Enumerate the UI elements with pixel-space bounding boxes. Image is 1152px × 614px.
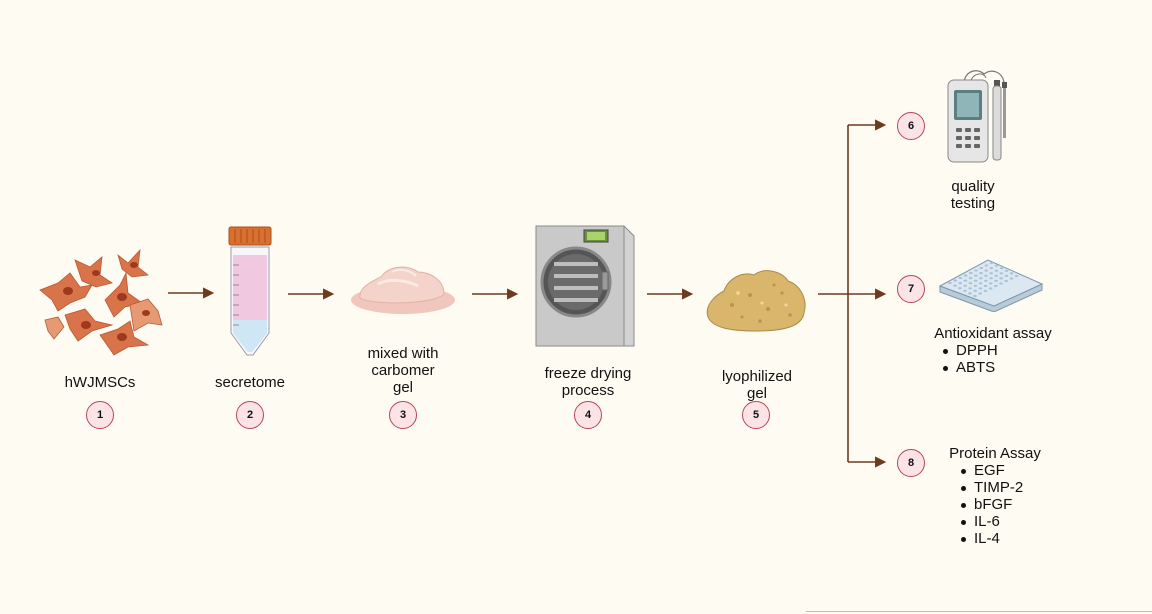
falcon-tube-icon (228, 226, 272, 356)
list-item: EGF (958, 462, 1023, 479)
step-label-1: hWJMSCs (64, 374, 136, 391)
bottom-divider (806, 611, 1152, 612)
list-item: IL-4 (958, 530, 1023, 547)
lyophilized-gel-icon (706, 270, 806, 332)
mesenchymal-cells-icon (39, 248, 163, 356)
well-plate-icon (938, 259, 1044, 312)
branch-badge-8: 8 (897, 449, 925, 477)
carbomer-gel-icon (351, 266, 455, 314)
branch-badge-6: 6 (897, 112, 925, 140)
step-label-4: freeze drying process (544, 365, 632, 399)
protein-list: EGF TIMP-2 bFGF IL-6 IL-4 (958, 462, 1023, 547)
step-label-2: secretome (214, 374, 286, 391)
step-badge-5: 5 (742, 401, 770, 429)
antioxidant-list: DPPH ABTS (940, 342, 998, 376)
step-badge-3: 3 (389, 401, 417, 429)
branch-title-protein: Protein Assay (949, 445, 1041, 462)
branch-label-quality-testing: quality testing (950, 178, 996, 212)
list-item: bFGF (958, 496, 1023, 513)
branch-badge-7: 7 (897, 275, 925, 303)
step-badge-1: 1 (86, 401, 114, 429)
list-item: ABTS (940, 359, 998, 376)
step-badge-4: 4 (574, 401, 602, 429)
branch-title-antioxidant: Antioxidant assay (934, 325, 1052, 342)
step-badge-2: 2 (236, 401, 264, 429)
ph-meter-icon (947, 70, 1007, 163)
list-item: TIMP-2 (958, 479, 1023, 496)
step-label-5: lyophilized gel (721, 368, 793, 402)
list-item: IL-6 (958, 513, 1023, 530)
step-label-3: mixed with carbomer gel (367, 345, 439, 396)
freeze-dryer-icon (535, 225, 635, 347)
list-item: DPPH (940, 342, 998, 359)
